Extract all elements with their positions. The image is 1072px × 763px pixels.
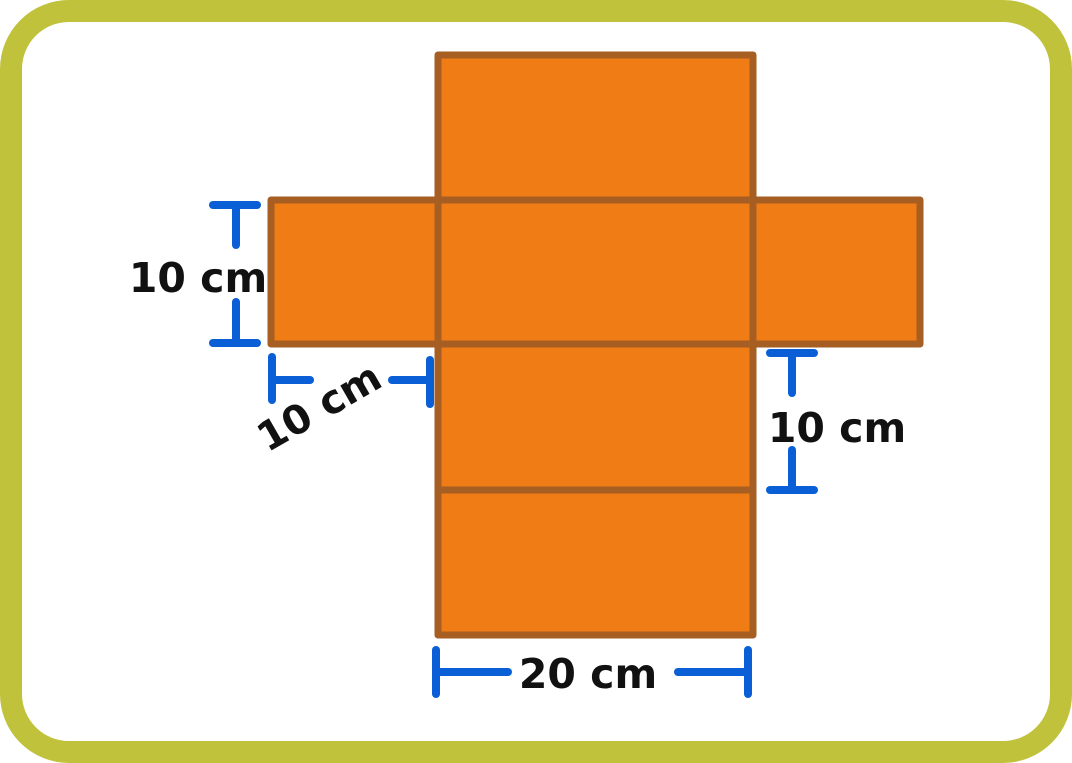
top-face bbox=[434, 51, 757, 204]
lower-face bbox=[434, 340, 757, 494]
left-height-dimension bbox=[209, 201, 261, 347]
net-faces bbox=[267, 51, 924, 639]
right-face bbox=[749, 196, 924, 348]
left-face bbox=[267, 196, 442, 348]
right-height-dimension bbox=[766, 349, 818, 494]
bottom-width-dimension bbox=[432, 646, 752, 698]
center-face bbox=[434, 196, 757, 348]
bottom-width-label: 20 cm bbox=[519, 650, 657, 698]
bottom-face bbox=[434, 486, 757, 639]
left-height-label: 10 cm bbox=[129, 254, 267, 302]
right-height-label: 10 cm bbox=[768, 404, 906, 452]
left-width-dimension bbox=[268, 353, 434, 408]
